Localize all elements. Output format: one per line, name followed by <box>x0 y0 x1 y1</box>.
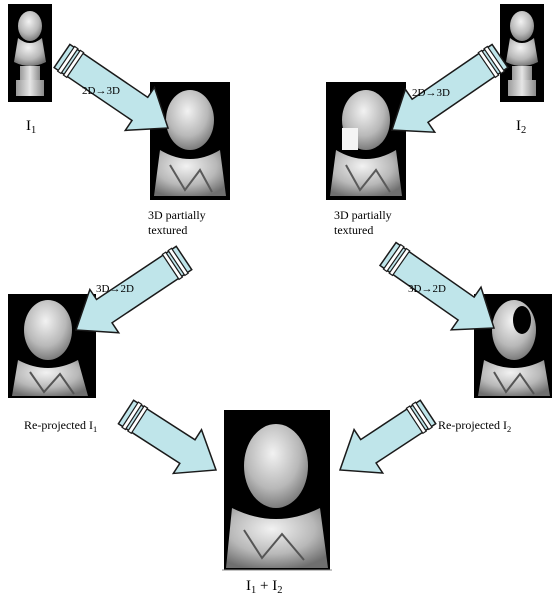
arrow-3d-to-2d-left-tail-stripe <box>167 247 189 277</box>
arrow-merge-right <box>338 399 437 474</box>
arrow-2d-to-3d-left <box>53 43 170 132</box>
arrow-2d-to-3d-right-tail-stripe <box>477 49 500 79</box>
arrow-merge-left-tail-stripe <box>121 401 143 431</box>
caption-reprojected-i2: Re-projected I2 <box>438 418 512 434</box>
caption-combined: I1 + I2 <box>246 578 283 596</box>
arrow-2d-to-3d-left-tail-stripe <box>56 45 79 75</box>
arrow-label-2d-to-3d-right: 2D→3D <box>412 87 450 99</box>
arrow-3d-to-2d-right-tail-stripe <box>382 243 405 273</box>
combined-result-photo <box>222 410 332 571</box>
arrow-label-3d-to-2d-right: 3D→2D <box>408 283 446 295</box>
arrow-2d-to-3d-right <box>390 43 509 134</box>
caption-partial-left: 3D partially textured <box>148 208 206 237</box>
reprojected-photo-i1 <box>8 294 96 398</box>
arrow-merge-left-tail-stripe <box>127 405 149 435</box>
arrow-3d-to-2d-left <box>74 245 193 334</box>
arrow-3d-to-2d-right <box>378 241 496 331</box>
arrow-merge-right-tail-stripe <box>405 405 428 435</box>
caption-partial-right: 3D partially textured <box>334 208 392 237</box>
label-i1: I1 <box>26 118 37 136</box>
reprojected-photo-i2 <box>474 294 552 398</box>
arrow-2d-to-3d-left-tail-stripe <box>62 49 85 79</box>
input-photo-i2 <box>500 4 544 102</box>
arrow-merge-left <box>117 399 218 475</box>
arrow-3d-to-2d-right-tail-stripe <box>388 247 411 277</box>
input-photo-i1 <box>8 4 52 102</box>
label-i2: I2 <box>516 118 527 136</box>
arrow-merge-right-tail-stripe <box>411 401 433 431</box>
arrow-label-2d-to-3d-left: 2D→3D <box>82 85 120 97</box>
arrow-3d-to-2d-left-tail-stripe <box>161 251 184 281</box>
caption-reprojected-i1: Re-projected I1 <box>24 418 98 434</box>
arrow-2d-to-3d-right-tail-stripe <box>483 45 506 75</box>
partial-texture-right <box>326 82 406 200</box>
partial-texture-left <box>150 82 230 200</box>
arrow-label-3d-to-2d-left: 3D→2D <box>96 283 134 295</box>
